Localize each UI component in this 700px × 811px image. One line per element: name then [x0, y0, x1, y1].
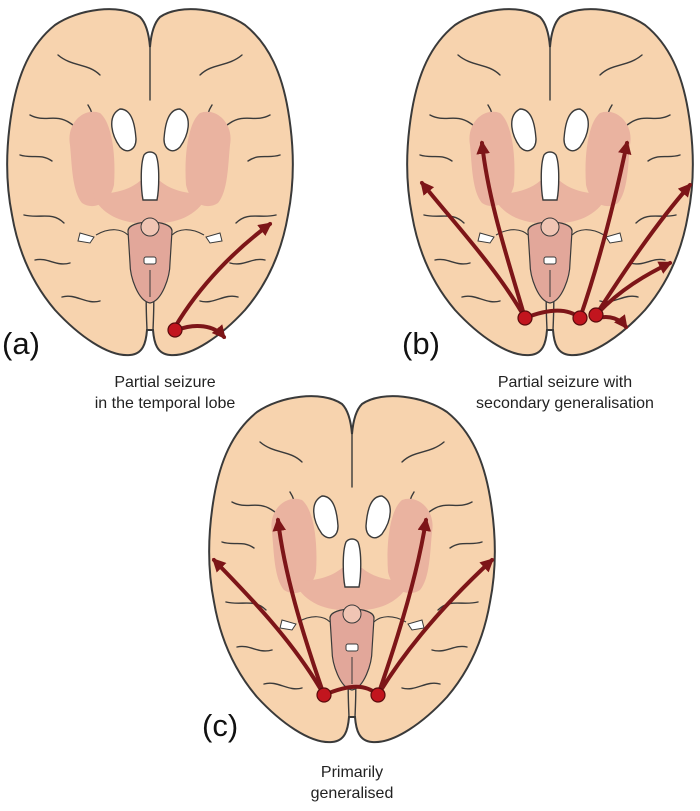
caption-line: Partial seizure with: [497, 374, 633, 391]
brain-section: [208, 395, 496, 744]
brain-diagram-c: [208, 395, 496, 744]
spread-arrow: [376, 517, 432, 697]
brain-section: [6, 8, 294, 357]
brain-diagram-b: [406, 8, 694, 357]
seizure-focus: [167, 322, 183, 338]
spread-arrow: [578, 140, 632, 320]
caption-line: secondary generalisation: [476, 395, 654, 412]
spread-arrow: [594, 182, 692, 317]
caption-line: Primarily: [320, 764, 384, 781]
spread-arrow: [476, 140, 527, 320]
seizure-focus: [572, 310, 588, 326]
panel-letter-b: (b): [402, 326, 440, 361]
caption-b: Partial seizure with secondary generalis…: [440, 372, 690, 414]
spread-arrow: [420, 180, 527, 320]
spread-arrow: [212, 558, 326, 697]
seizure-focus: [370, 687, 386, 703]
caption-line: Partial seizure: [114, 374, 216, 391]
caption-line: in the temporal lobe: [94, 395, 236, 412]
panel-b: [400, 5, 700, 360]
spread-arrow: [376, 558, 494, 697]
panel-letter-a: (a): [2, 326, 40, 361]
seizure-focus: [517, 310, 533, 326]
spread-arrow: [173, 222, 273, 329]
caption-c: Primarily generalised: [252, 762, 452, 804]
caption-a: Partial seizure in the temporal lobe: [40, 372, 290, 414]
caption-line: generalised: [310, 785, 394, 802]
seizure-focus: [588, 307, 604, 323]
panel-c: [202, 392, 502, 747]
brain-section: [406, 8, 694, 357]
brain-diagram-a: [6, 8, 294, 357]
panel-a: [0, 5, 300, 360]
spread-arrow: [272, 517, 326, 697]
panel-letter-c: (c): [202, 708, 239, 743]
spread-arrow: [596, 261, 673, 315]
seizure-focus: [316, 687, 332, 703]
